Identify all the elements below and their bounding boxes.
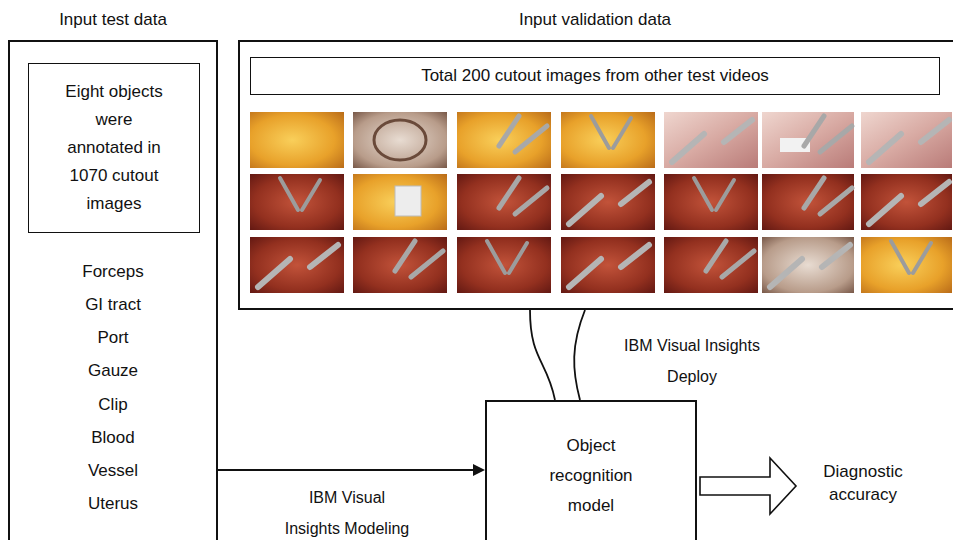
connector: [530, 310, 585, 400]
edge-label: IBM Visual Insights Modeling: [282, 482, 412, 540]
object-class: Gauze: [88, 360, 138, 382]
text-slot: Object recognition model: [487, 431, 695, 521]
annotation-box: Eight objects were annotated in 1070 cut…: [28, 63, 200, 233]
text-slot: Port: [10, 327, 216, 349]
box-text: Object recognition model: [541, 431, 641, 521]
test-data-panel: Input test dataForcepsGI tractPortGauzeC…: [8, 40, 218, 540]
object-class: Forceps: [82, 261, 143, 283]
text-slot: Uterus: [10, 493, 216, 515]
object-class: Vessel: [88, 460, 138, 482]
object-class: Blood: [91, 427, 134, 449]
text-slot: GI tract: [10, 294, 216, 316]
connector-curve: [530, 310, 555, 400]
text-slot: Input test data: [8, 9, 218, 31]
edge-label-slot: IBM Visual Insights Deploy: [612, 330, 772, 392]
text-slot: Blood: [10, 427, 216, 449]
hollow-arrow: [700, 458, 796, 514]
connector-line: [218, 469, 474, 471]
text-slot: Input validation data: [238, 9, 952, 31]
connector: [218, 464, 485, 476]
output-label: Diagnostic accuracy: [813, 460, 913, 506]
object-class: Uterus: [88, 493, 138, 515]
object-class: GI tract: [85, 294, 141, 316]
text-slot: Total 200 cutout images from other test …: [251, 58, 939, 94]
text-slot: Gauze: [10, 360, 216, 382]
label-slot: Diagnostic accuracy: [800, 460, 926, 506]
arrow-head: [473, 464, 485, 476]
panel-heading: Input test data: [59, 9, 167, 31]
text-slot: Eight objects were annotated in 1070 cut…: [29, 64, 199, 232]
box-text: Eight objects were annotated in 1070 cut…: [65, 78, 163, 218]
text-slot: Clip: [10, 394, 216, 416]
caption-box: Total 200 cutout images from other test …: [250, 57, 940, 95]
text-slot: Forceps: [10, 261, 216, 283]
object-class: Clip: [98, 394, 127, 416]
edge-label: IBM Visual Insights Deploy: [612, 330, 772, 392]
validation-data-panel: Input validation dataTotal 200 cutout im…: [238, 40, 953, 310]
model-box: Object recognition model: [485, 400, 697, 540]
box-text: Total 200 cutout images from other test …: [265, 65, 925, 87]
edge-label-slot: IBM Visual Insights Modeling: [282, 482, 412, 540]
connector-curve: [574, 310, 585, 400]
text-slot: Vessel: [10, 460, 216, 482]
panel-heading: Input validation data: [519, 9, 671, 31]
object-class: Port: [97, 327, 128, 349]
